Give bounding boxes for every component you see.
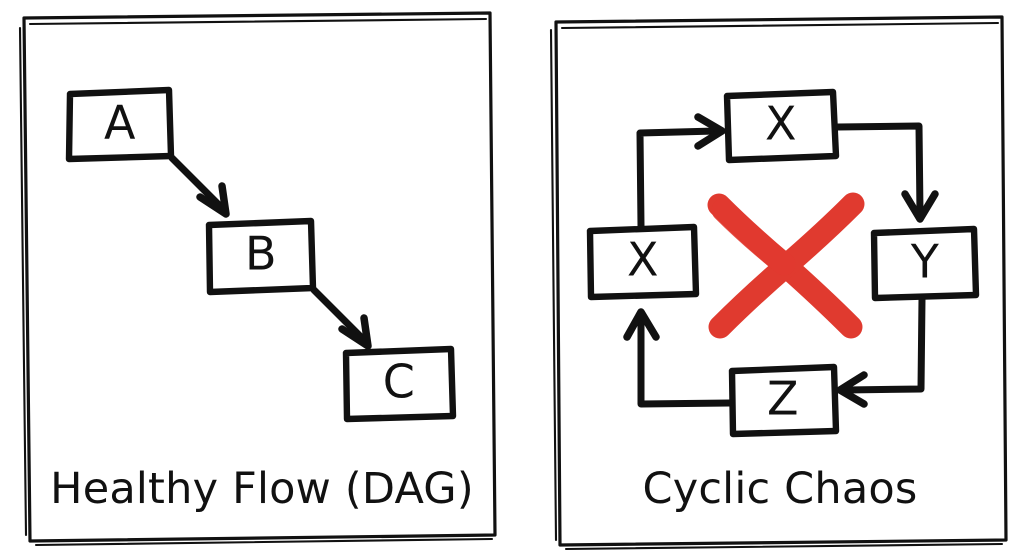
- node-c-label: C: [383, 355, 416, 409]
- node-x-left-label: X: [627, 233, 659, 287]
- node-x-top-label: X: [765, 97, 797, 151]
- red-cross-icon: [707, 192, 865, 339]
- node-y-label: Y: [910, 235, 940, 289]
- panel-caption-dag: Healthy Flow (DAG): [50, 464, 474, 514]
- node-x-left[interactable]: X: [586, 223, 700, 301]
- node-a[interactable]: A: [65, 86, 175, 163]
- edge-b-to-c: [310, 286, 372, 350]
- edge-xleft-to-xtop: [636, 113, 726, 230]
- panel-caption-cycle: Cyclic Chaos: [642, 464, 917, 514]
- edge-z-to-xleft: [623, 308, 734, 408]
- panel-frame-dag: [18, 11, 497, 547]
- node-b[interactable]: B: [205, 217, 317, 296]
- node-z-label: Z: [767, 372, 799, 426]
- node-c[interactable]: C: [342, 345, 457, 423]
- node-a-label: A: [104, 96, 136, 150]
- edge-y-to-z: [836, 295, 926, 408]
- node-z[interactable]: Z: [728, 363, 840, 438]
- edge-xtop-to-y: [834, 122, 939, 223]
- edge-a-to-b: [168, 154, 230, 218]
- panel-frame-cycle: [549, 15, 1008, 551]
- node-b-label: B: [245, 227, 277, 281]
- node-x-top[interactable]: X: [723, 88, 840, 164]
- node-y[interactable]: Y: [870, 225, 980, 302]
